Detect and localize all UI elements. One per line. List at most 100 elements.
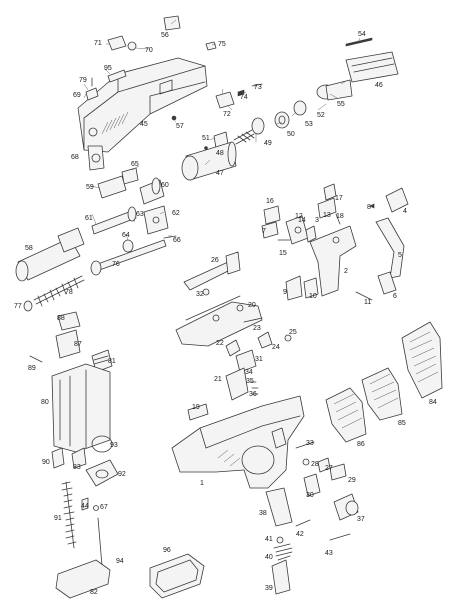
label-89: 89 [28, 365, 36, 372]
label-49: 49 [264, 140, 272, 147]
label-82: 82 [90, 589, 98, 596]
label-53: 53 [305, 121, 313, 128]
label-34: 34 [245, 369, 253, 376]
label-40: 40 [265, 554, 273, 561]
label-7: 7 [262, 228, 266, 235]
label-24: 24 [272, 344, 280, 351]
label-26: 26 [211, 257, 219, 264]
label-70: 70 [145, 47, 153, 54]
label-45: 45 [140, 121, 148, 128]
label-84: 84 [429, 399, 437, 406]
label-28: 28 [311, 461, 319, 468]
label-80: 80 [41, 399, 49, 406]
label-72: 72 [223, 111, 231, 118]
label-92: 92 [118, 471, 126, 478]
label-10: 10 [309, 293, 317, 300]
label-35: 35 [246, 378, 254, 385]
part-labels: 1 2 3 4 5 6 7 8 9 10 11 12 13 14 15 16 1… [14, 31, 437, 596]
label-66: 66 [173, 237, 181, 244]
label-81: 81 [108, 358, 116, 365]
label-68: 68 [71, 154, 79, 161]
label-48: 48 [216, 150, 224, 157]
part-86-grip [325, 387, 367, 443]
label-38: 38 [259, 510, 267, 517]
label-54: 54 [358, 31, 366, 38]
label-62: 62 [172, 210, 180, 217]
label-1: 1 [200, 480, 204, 487]
label-9: 9 [283, 289, 287, 296]
label-52: 52 [317, 112, 325, 119]
label-91: 91 [54, 515, 62, 522]
label-6: 6 [393, 293, 397, 300]
label-14: 14 [298, 217, 306, 224]
label-41: 41 [265, 536, 273, 543]
label-44: 44 [81, 503, 89, 510]
label-90: 90 [42, 459, 50, 466]
label-31: 31 [255, 356, 263, 363]
label-56: 56 [161, 32, 169, 39]
label-20: 20 [248, 302, 256, 309]
label-18: 18 [336, 213, 344, 220]
label-74: 74 [240, 94, 248, 101]
label-96: 96 [163, 547, 171, 554]
label-93: 93 [110, 442, 118, 449]
label-50: 50 [287, 131, 295, 138]
label-59: 59 [86, 184, 94, 191]
label-11: 11 [364, 299, 371, 306]
label-67: 67 [100, 504, 108, 511]
label-69: 69 [73, 92, 81, 99]
label-5: 5 [398, 252, 402, 259]
label-15: 15 [279, 250, 287, 257]
label-3: 3 [315, 217, 319, 224]
label-57: 57 [176, 123, 184, 130]
label-79: 79 [79, 77, 87, 84]
label-77: 77 [14, 303, 22, 310]
label-30: 30 [306, 492, 314, 499]
label-87: 87 [74, 341, 82, 348]
label-71: 71 [94, 40, 102, 47]
label-60: 60 [161, 182, 169, 189]
label-75: 75 [218, 41, 226, 48]
label-73: 73 [254, 84, 262, 91]
part-68-shape [87, 145, 105, 171]
slide-part [77, 57, 208, 153]
label-46: 46 [375, 82, 383, 89]
label-22: 22 [216, 340, 224, 347]
label-42: 42 [296, 531, 304, 538]
label-88: 88 [57, 315, 65, 322]
label-65: 65 [131, 161, 139, 168]
label-21: 21 [214, 376, 222, 383]
label-85: 85 [398, 420, 406, 427]
label-36: 36 [249, 391, 257, 398]
label-58: 58 [25, 245, 33, 252]
label-43: 43 [325, 550, 333, 557]
label-12: 12 [295, 213, 303, 220]
label-76: 76 [112, 261, 120, 268]
label-33: 33 [306, 440, 314, 447]
label-78: 78 [65, 289, 73, 296]
label-19: 19 [192, 404, 200, 411]
label-55: 55 [337, 101, 345, 108]
label-8: 8 [367, 204, 371, 211]
label-2: 2 [344, 268, 348, 275]
label-23: 23 [253, 325, 261, 332]
label-4: 4 [403, 208, 407, 215]
label-47: 47 [216, 170, 224, 177]
label-39: 39 [265, 585, 273, 592]
label-61: 61 [85, 215, 93, 222]
label-83: 83 [73, 464, 81, 471]
part-84-grip [401, 321, 443, 399]
label-86: 86 [357, 441, 365, 448]
label-25: 25 [289, 329, 297, 336]
label-13: 13 [323, 212, 331, 219]
label-16: 16 [266, 198, 274, 205]
label-95: 95 [104, 65, 112, 72]
label-17: 17 [335, 195, 343, 202]
label-51: 51 [202, 135, 210, 142]
label-27: 27 [325, 465, 333, 472]
label-29: 29 [348, 477, 356, 484]
label-63: 63 [136, 211, 144, 218]
part-85-grip [361, 367, 403, 421]
label-37: 37 [357, 516, 365, 523]
